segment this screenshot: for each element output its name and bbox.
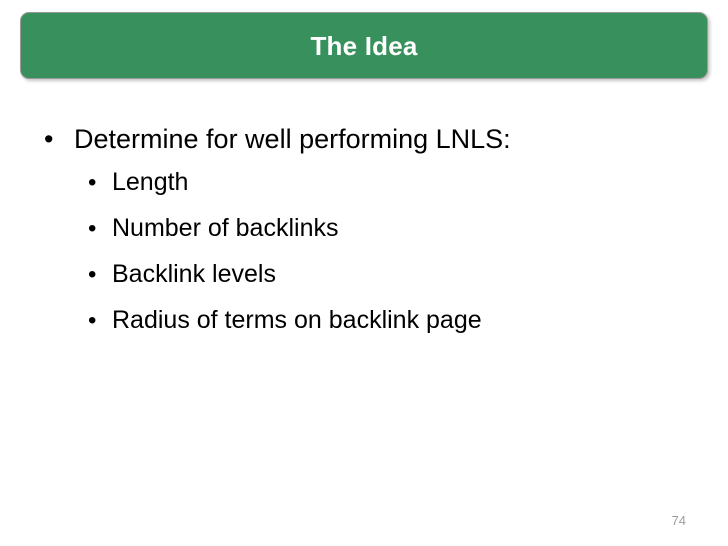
bullet-marker-icon: • [88, 307, 97, 334]
bullet-text: Radius of terms on backlink page [112, 306, 482, 334]
bullet-text: Determine for well performing LNLS: [74, 124, 511, 154]
bullet-item-level1: • Determine for well performing LNLS: [0, 126, 728, 170]
bullet-marker-icon: • [44, 124, 54, 154]
bullet-item-level2: • Radius of terms on backlink page [0, 308, 728, 354]
bullet-text: Backlink levels [112, 260, 276, 288]
bullet-item-level2: • Length [0, 170, 728, 216]
bullet-marker-icon: • [88, 169, 97, 196]
bullet-marker-icon: • [88, 215, 97, 242]
slide-page-number: 74 [671, 513, 686, 528]
bullet-marker-icon: • [88, 261, 97, 288]
bullet-text: Length [112, 168, 189, 196]
slide-title: The Idea [310, 30, 418, 61]
bullet-item-level2: • Number of backlinks [0, 216, 728, 262]
bullet-text: Number of backlinks [112, 214, 339, 242]
slide-title-bar: The Idea [20, 12, 708, 79]
slide-body: • Determine for well performing LNLS: • … [0, 126, 728, 354]
bullet-item-level2: • Backlink levels [0, 262, 728, 308]
